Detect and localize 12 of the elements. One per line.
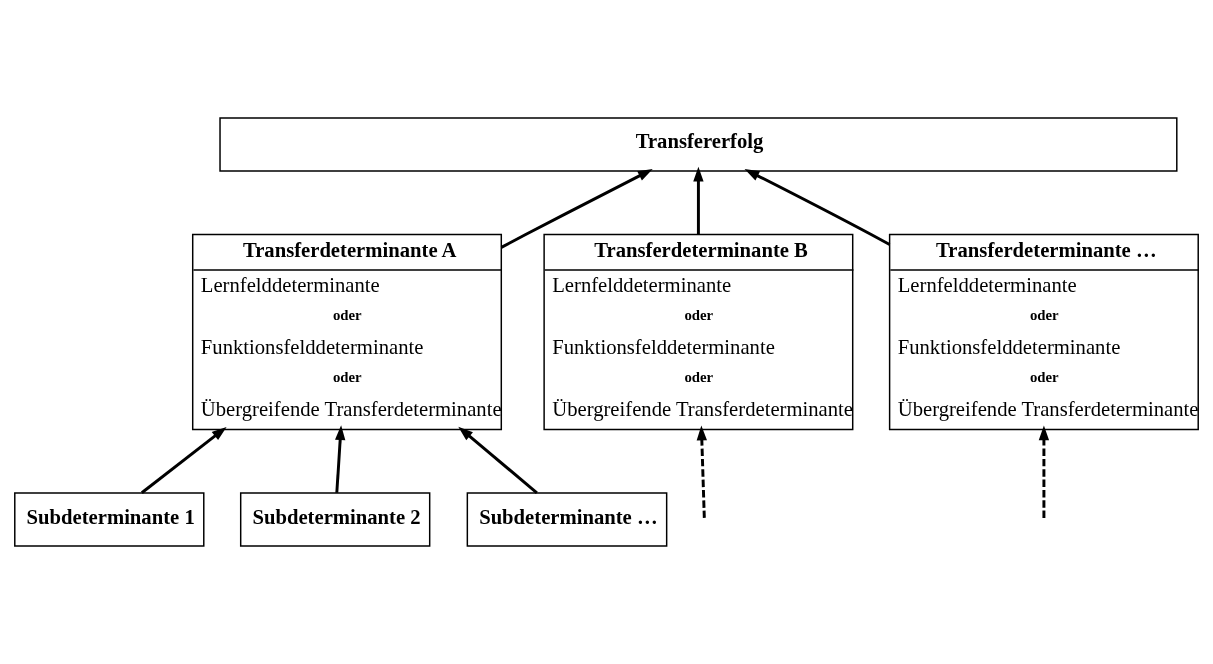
arrow [693, 166, 704, 235]
arrow [500, 169, 653, 249]
arrow [458, 426, 538, 494]
node-box: Transfererfolg [219, 117, 1178, 172]
arrow [140, 426, 227, 494]
node-box: Subdeterminante … [466, 492, 668, 547]
arrow [744, 169, 891, 246]
arrow [335, 425, 346, 493]
node-box: Subdeterminante 2 [239, 492, 431, 547]
arrow [696, 425, 707, 518]
node-box: Subdeterminante 1 [14, 492, 205, 547]
arrow [1038, 425, 1050, 518]
